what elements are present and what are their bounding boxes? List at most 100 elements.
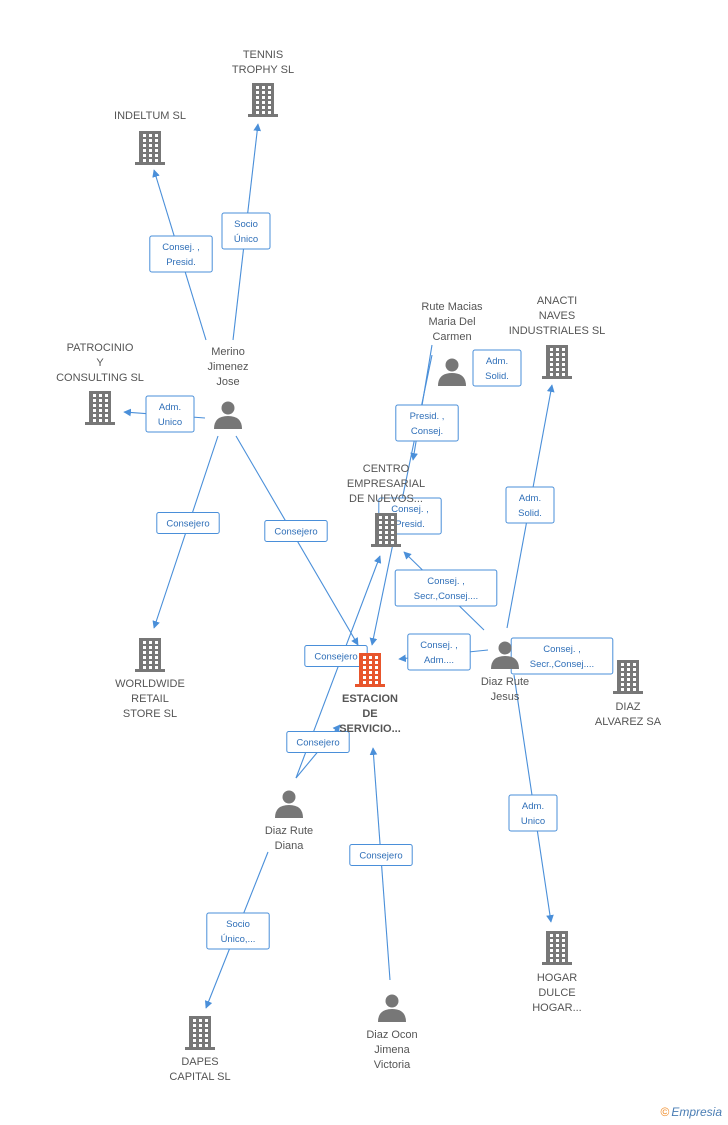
node-label-line: Jose: [216, 376, 239, 388]
edge-label-text: Presid.: [395, 519, 425, 530]
node-label-hogar[interactable]: HOGARDULCEHOGAR...: [532, 972, 582, 1014]
node-label-line: Diaz Rute: [481, 676, 529, 688]
node-label-line: Maria Del: [428, 316, 475, 328]
edge-label-text: Consejero: [296, 738, 339, 749]
edge-label-box: [394, 569, 498, 607]
node-label-line: TROPHY SL: [232, 64, 294, 76]
node-label-line: NAVES: [539, 310, 575, 322]
floating-label-consej_secr_jesus: Consej. ,Secr.,Consej....: [510, 637, 614, 675]
edge-label-text: Adm.: [522, 801, 544, 812]
edge-label-text: Presid.: [166, 257, 196, 268]
edge-label-text: Único: [234, 234, 258, 245]
node-label-line: DE NUEVOS...: [349, 493, 423, 505]
edge-label-text: Presid. ,: [410, 411, 445, 422]
node-label-line: DIAZ: [615, 701, 640, 713]
edge-label-diaz_rute_jesus-to-centro: Consej. , Secr.,Consej....: [394, 569, 498, 607]
floating-label-adm_solid_rute: Adm.Solid.: [472, 349, 522, 387]
edge-label-box: [286, 731, 350, 753]
edge-label-text: Consej. ,: [391, 504, 429, 515]
edge-label-box: [505, 486, 555, 524]
node-label-line: CAPITAL SL: [169, 1071, 230, 1083]
edge-label-box: [349, 844, 413, 866]
node-label-line: ALVAREZ SA: [595, 716, 662, 728]
node-label-indeltum[interactable]: INDELTUM SL: [114, 110, 186, 122]
node-label-line: Jimena: [374, 1044, 410, 1056]
building-icon-diaz_alvarez[interactable]: [613, 660, 643, 694]
edge-label-text: Adm....: [424, 655, 454, 666]
edge-label-box: [395, 404, 459, 442]
node-label-line: ANACTI: [537, 295, 577, 307]
edge-label-diaz_rute_diana-to-estacion: Consejero: [286, 731, 350, 753]
edge-label-diaz_rute_jesus-to-estacion: Consej. ,Adm....: [407, 633, 471, 671]
building-icon-patrocinio[interactable]: [85, 391, 115, 425]
node-label-line: DE: [362, 708, 377, 720]
edge-label-merino-to-worldwide: Consejero: [156, 512, 220, 534]
edge-label-rute_macias-to-centro: Presid. ,Consej.: [395, 404, 459, 442]
node-label-tennis[interactable]: TENNIS TROPHY SL: [232, 49, 294, 76]
edge-label-diaz_rute_diana-to-dapes: SocioÚnico,...: [206, 912, 270, 950]
node-label-diaz_alvarez[interactable]: DIAZ ALVAREZ SA: [595, 701, 662, 728]
brand-name: Empresia: [671, 1105, 722, 1119]
building-icon-worldwide[interactable]: [135, 638, 165, 672]
building-icon-indeltum[interactable]: [135, 131, 165, 165]
node-label-line: CONSULTING SL: [56, 372, 144, 384]
node-label-line: INDELTUM SL: [114, 110, 186, 122]
copyright-icon: ©: [660, 1105, 670, 1119]
person-icon-diaz_rute_jesus[interactable]: [491, 641, 519, 670]
node-label-line: DULCE: [538, 987, 575, 999]
edge-label-text: Adm.: [159, 402, 181, 413]
edge-label-text: Consej. ,: [427, 576, 465, 587]
building-icon-anacti[interactable]: [542, 345, 572, 379]
node-label-estacion[interactable]: ESTACIONDESERVICIO...: [339, 693, 401, 735]
edge-label-box: [206, 912, 270, 950]
edge-label-text: Único,...: [221, 934, 256, 945]
edge-label-text: Solid.: [518, 508, 542, 519]
edge-label-diaz_rute_diana-to-centro: Consejero: [304, 645, 368, 667]
edge-label-box: [407, 633, 471, 671]
node-label-line: TENNIS: [243, 49, 283, 61]
node-label-line: Carmen: [432, 331, 471, 343]
edge-label-diaz_rute_jesus-to-anacti: Adm.Solid.: [505, 486, 555, 524]
edge-label-text: Consejero: [314, 652, 357, 663]
edge-label-text: Secr.,Consej....: [414, 591, 478, 602]
node-label-anacti[interactable]: ANACTI NAVES INDUSTRIALES SL: [509, 295, 606, 337]
node-label-line: STORE SL: [123, 708, 177, 720]
edge-label-box: [156, 512, 220, 534]
node-label-line: Diana: [275, 840, 305, 852]
edge-label-text: Unico: [521, 816, 545, 827]
node-label-line: DAPES: [181, 1056, 218, 1068]
node-label-dapes[interactable]: DAPES CAPITAL SL: [169, 1056, 230, 1083]
edge-label-merino-to-estacion: Consejero: [264, 520, 328, 542]
building-icon-dapes[interactable]: [185, 1016, 215, 1050]
building-icon-tennis[interactable]: [248, 83, 278, 117]
edge-label-box: [145, 395, 195, 433]
edge-label-text: Unico: [158, 417, 182, 428]
center-building-icon-estacion[interactable]: [355, 653, 385, 687]
node-label-line: SERVICIO...: [339, 723, 401, 735]
edge-label-text: Consej. ,: [162, 242, 200, 253]
node-label-line: Jimenez: [208, 361, 249, 373]
person-icon-rute_macias[interactable]: [438, 358, 466, 387]
edge-label-text: Socio: [226, 919, 250, 930]
building-icon-hogar[interactable]: [542, 931, 572, 965]
edge-label-text: Consejero: [166, 519, 209, 530]
edge-label-diaz_rute_jesus-to-hogar: Adm. Unico: [508, 794, 558, 832]
node-label-line: HOGAR: [537, 972, 577, 984]
building-icon-centro[interactable]: [371, 513, 401, 547]
person-icon-diaz_rute_diana[interactable]: [275, 790, 303, 819]
node-label-line: Rute Macias: [421, 301, 483, 313]
person-icon-diaz_ocon[interactable]: [378, 994, 406, 1023]
person-icon-merino[interactable]: [214, 401, 242, 430]
node-label-line: INDUSTRIALES SL: [509, 325, 606, 337]
node-label-line: EMPRESARIAL: [347, 478, 425, 490]
edge-label-box: [510, 637, 614, 675]
